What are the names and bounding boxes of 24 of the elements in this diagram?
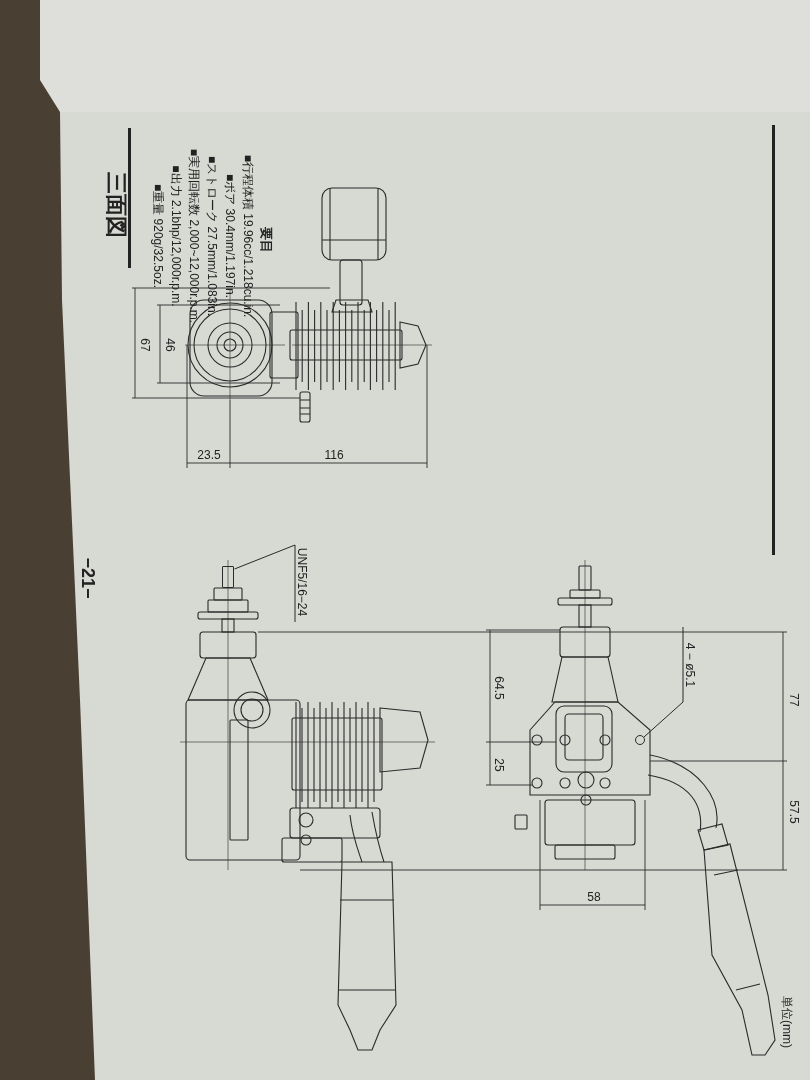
spec-line: ■重量 920g/32.5oz. — [152, 184, 164, 288]
unit-note: 単位(mm) — [781, 996, 793, 1048]
threaded-shaft — [222, 566, 234, 588]
dimension-label: 58 — [587, 891, 601, 903]
spec-line: ■行程体積 19.96cc/1.218cu.in. — [242, 154, 254, 318]
dimension-label: 77 — [788, 693, 800, 707]
dimension-label: 67 — [139, 338, 151, 352]
dimension-label: 64.5 — [493, 676, 505, 700]
dimension-label: 46 — [164, 338, 176, 352]
spec-line: ■実用回転数 2,000~12,000r.p.m. — [188, 148, 200, 324]
dimension-label: 116 — [324, 449, 344, 461]
page-number: −21− — [79, 557, 97, 599]
spec-line: ■ストローク 27.5mm/1.083in. — [206, 156, 218, 316]
callout-text: 4 − ø5.1 — [684, 642, 696, 688]
callout-text: UNF5/16−24 — [296, 547, 308, 617]
dimension-label: 23.5 — [197, 449, 221, 461]
dimension-label: 57.5 — [788, 800, 800, 824]
dimension-label: 25 — [493, 758, 505, 772]
spec-line: ■出力 2.1bhp/12,000r.p.m. — [170, 165, 182, 307]
page-title: 三面図 — [105, 172, 127, 238]
spec-heading: 要目 — [259, 227, 273, 253]
leader-line — [234, 544, 296, 570]
spec-line: ■ボア 30.4mm/1.197in. — [224, 174, 236, 298]
leader-line — [643, 701, 684, 738]
